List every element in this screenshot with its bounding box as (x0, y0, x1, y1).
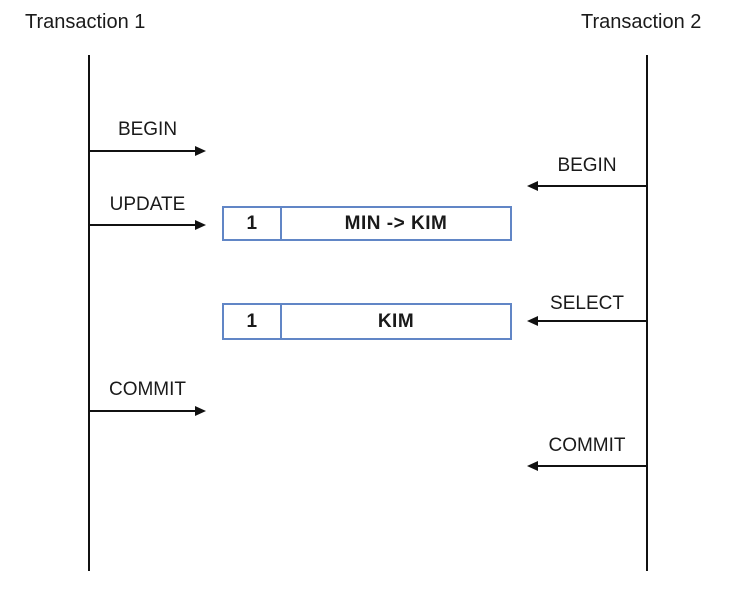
begin-arrow-t2 (527, 180, 647, 192)
arrow-shaft (534, 465, 647, 467)
arrowhead-right-icon (195, 146, 206, 156)
arrowhead-right-icon (195, 220, 206, 230)
arrowhead-right-icon (195, 406, 206, 416)
transaction1-title: Transaction 1 (25, 11, 146, 33)
commit-arrow-t2 (527, 460, 647, 472)
transaction2-title: Transaction 2 (581, 11, 702, 33)
op-label-select-t2: SELECT (550, 293, 624, 314)
op-label-commit-t1: COMMIT (108, 379, 187, 400)
op-label-commit-t2: COMMIT (548, 435, 626, 456)
row-id-cell: 1 (224, 208, 282, 239)
arrow-shaft (534, 185, 647, 187)
arrow-shaft (89, 150, 199, 152)
update-arrow-t1 (89, 219, 206, 231)
commit-arrow-t1 (89, 405, 206, 417)
row-value-cell: KIM (377, 310, 415, 332)
arrowhead-left-icon (527, 461, 538, 471)
transaction1-lifeline (88, 55, 90, 571)
begin-arrow-t1 (89, 145, 206, 157)
arrow-shaft (89, 410, 199, 412)
row-state-select-result: 1 KIM (222, 303, 512, 340)
row-state-after-update: 1 MIN -> KIM (222, 206, 512, 241)
row-value-cell: MIN -> KIM (344, 212, 448, 234)
arrow-shaft (89, 224, 199, 226)
op-label-begin-t2: BEGIN (557, 155, 617, 176)
op-label-update-t1: UPDATE (109, 194, 186, 215)
select-arrow-t2 (527, 315, 647, 327)
op-label-begin-t1: BEGIN (117, 119, 178, 140)
transaction2-lifeline (646, 55, 648, 571)
arrowhead-left-icon (527, 181, 538, 191)
arrowhead-left-icon (527, 316, 538, 326)
arrow-shaft (534, 320, 647, 322)
row-id-cell: 1 (224, 305, 282, 338)
